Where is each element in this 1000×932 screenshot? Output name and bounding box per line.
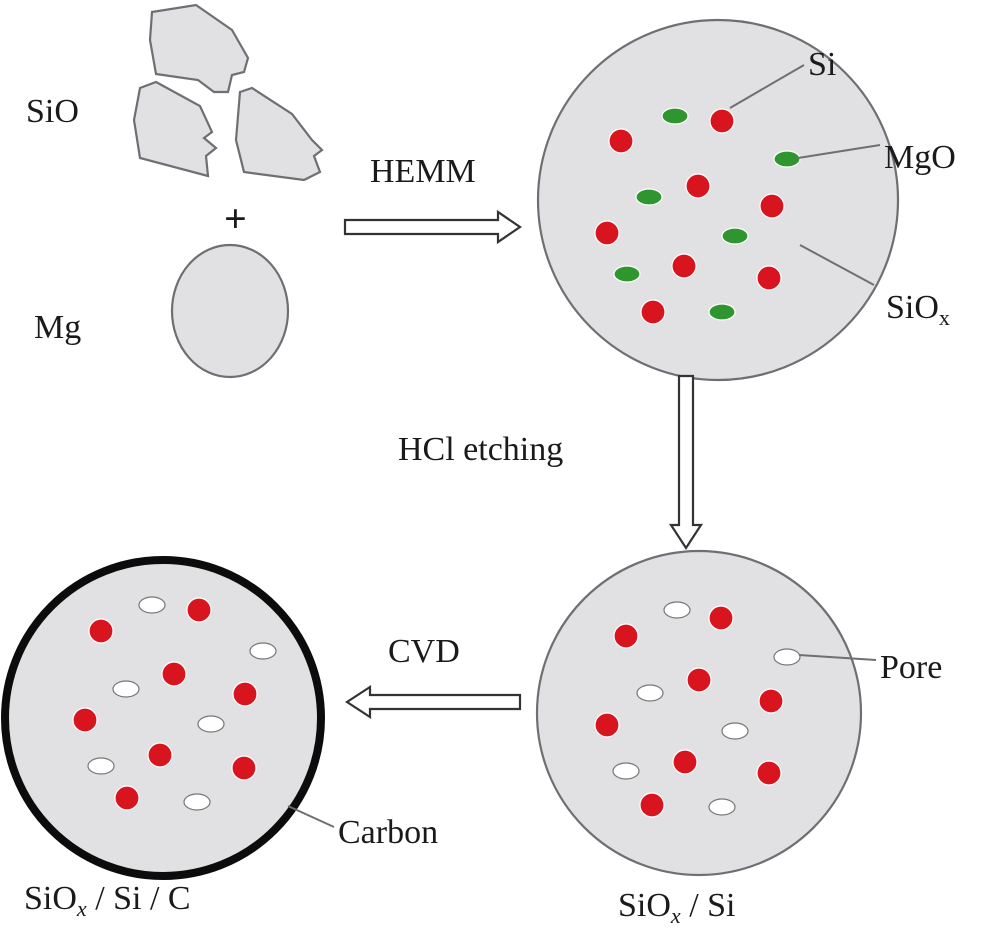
si-dot <box>759 193 785 219</box>
si-dot <box>608 128 634 154</box>
carbon-leader-line <box>287 805 335 828</box>
pore-dot <box>663 601 691 619</box>
si-dot <box>640 299 666 325</box>
si-dot <box>758 688 784 714</box>
pore-dot <box>721 722 749 740</box>
carbon-label: Carbon <box>338 814 438 851</box>
hcl-arrow <box>668 374 704 551</box>
si-dot <box>594 220 620 246</box>
si-dot <box>709 108 735 134</box>
si-dot <box>685 173 711 199</box>
si-dot <box>671 253 697 279</box>
pore-dot <box>773 648 801 666</box>
si-dot <box>114 785 140 811</box>
pores-particle3 <box>87 596 277 811</box>
mgo-dot <box>613 265 641 283</box>
sio-fragment-right <box>234 86 324 182</box>
cvd-label: CVD <box>388 633 460 670</box>
hemm-arrow <box>343 209 522 245</box>
sio-label: SiO <box>26 93 79 130</box>
pore-leader-line <box>798 654 877 661</box>
si-dots-particle2 <box>594 605 784 818</box>
pore-dot <box>197 715 225 733</box>
siox-mgo-particle <box>536 18 900 382</box>
mgo-dot <box>661 107 689 125</box>
si-dot <box>708 605 734 631</box>
si-dots-particle3 <box>72 597 258 811</box>
sio-fragment-left <box>132 80 218 178</box>
product2-label: SiOx / Si / C <box>24 880 191 921</box>
mgo-dot <box>773 150 801 168</box>
si-dot <box>639 792 665 818</box>
hcl-label: HCl etching <box>398 431 563 468</box>
pore-dot <box>636 684 664 702</box>
si-dot <box>72 707 98 733</box>
pore-dot <box>112 680 140 698</box>
plus-sign: + <box>224 196 247 241</box>
pore-dot <box>612 762 640 780</box>
si-dot <box>231 755 257 781</box>
pore-dot <box>87 757 115 775</box>
mgo-dot <box>708 303 736 321</box>
pore-dot <box>183 793 211 811</box>
mgo-dot <box>721 227 749 245</box>
mg-label: Mg <box>34 309 81 346</box>
pore-dot <box>708 798 736 816</box>
si-dot <box>672 749 698 775</box>
si-dots-particle1 <box>594 108 785 325</box>
siox-si-particle <box>535 549 863 877</box>
si-leader-line <box>729 64 805 109</box>
siox-si-c-particle <box>1 556 325 880</box>
pore-dot <box>138 596 166 614</box>
mgo-dot <box>635 188 663 206</box>
siox-leader-line <box>799 244 875 286</box>
si-dot <box>147 742 173 768</box>
mgo-label: MgO <box>884 139 956 176</box>
si-dot <box>232 681 258 707</box>
si-dot <box>594 712 620 738</box>
pores-particle2 <box>612 601 801 816</box>
cvd-arrow <box>344 684 522 720</box>
mg-particle <box>170 243 290 379</box>
si-label: Si <box>808 46 836 83</box>
si-dot <box>756 760 782 786</box>
product1-label: SiOx / Si <box>618 887 736 928</box>
si-dot <box>161 661 187 687</box>
hemm-label: HEMM <box>370 153 476 190</box>
si-dot <box>88 618 114 644</box>
pore-dot <box>249 642 277 660</box>
si-dot <box>686 667 712 693</box>
siox-label: SiOx <box>886 289 950 330</box>
si-dot <box>613 623 639 649</box>
sio-fragment-top <box>148 3 250 94</box>
si-dot <box>756 265 782 291</box>
pore-label: Pore <box>880 649 942 686</box>
mgo-leader-line <box>797 144 881 159</box>
mgo-dots-particle1 <box>613 107 801 321</box>
sio-fragments <box>132 3 324 182</box>
si-dot <box>186 597 212 623</box>
